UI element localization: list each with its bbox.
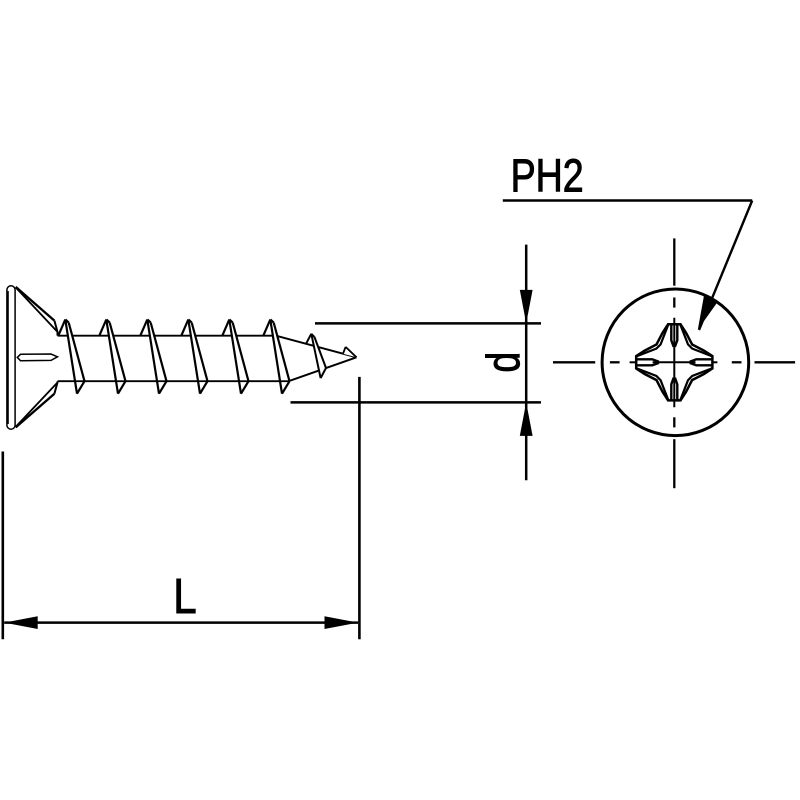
svg-text:d: d — [477, 352, 529, 373]
svg-text:PH2: PH2 — [511, 149, 584, 201]
svg-text:L: L — [173, 569, 196, 624]
